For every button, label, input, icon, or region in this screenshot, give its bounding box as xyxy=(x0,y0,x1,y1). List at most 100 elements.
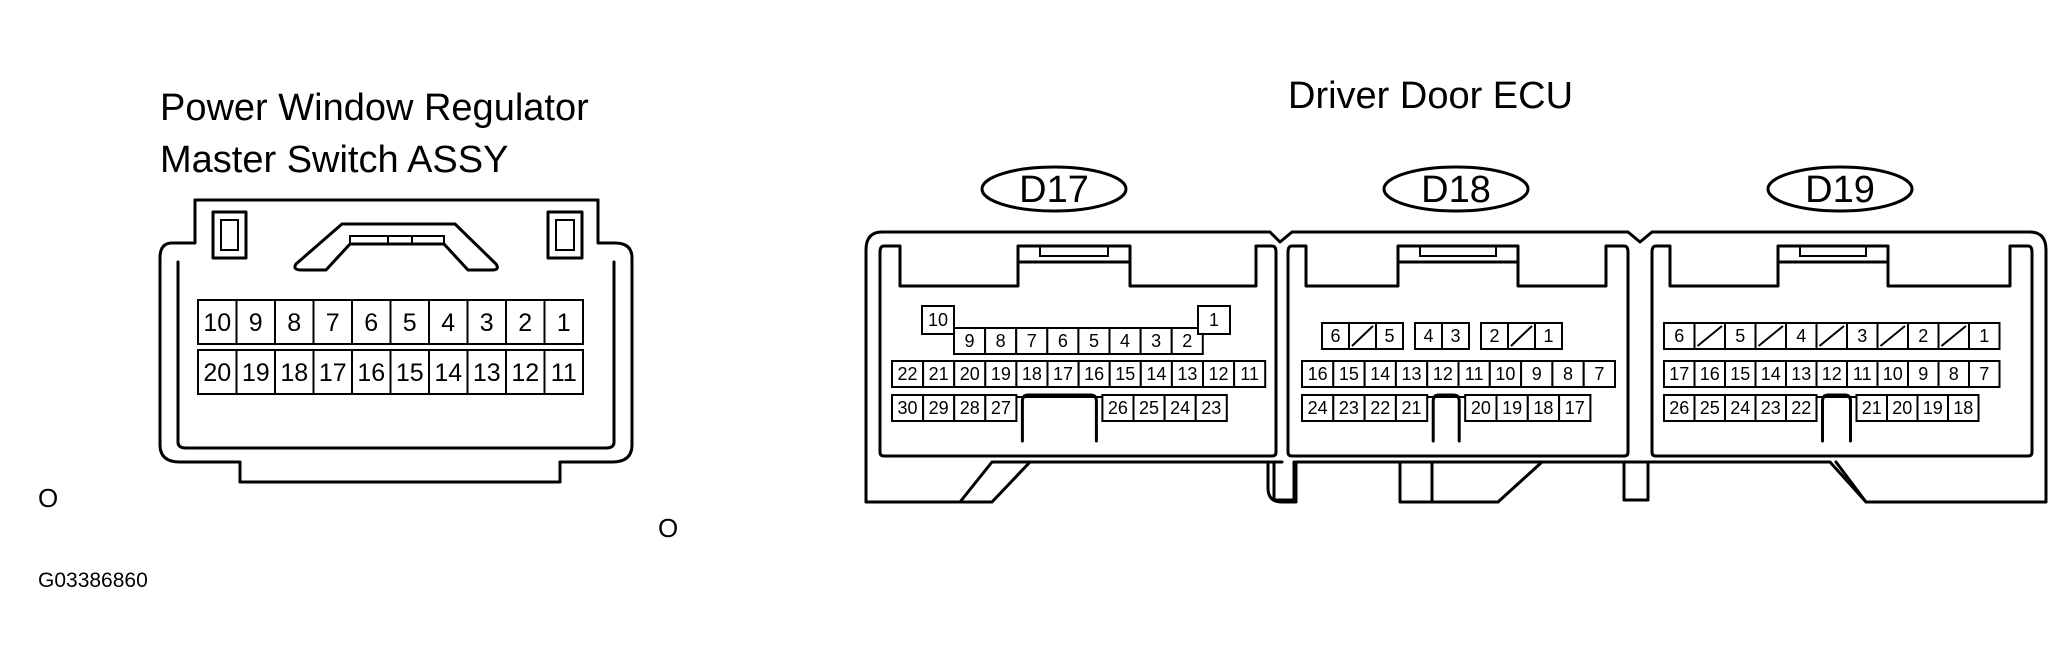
d18-pin-number: 12 xyxy=(1433,364,1453,384)
master-pin-number: 4 xyxy=(441,309,455,337)
d17-pin-16: 16 xyxy=(1077,360,1111,388)
master-pin-14: 14 xyxy=(428,349,469,395)
d19-pin-6: 6 xyxy=(1663,322,1696,350)
d18-pin-17: 17 xyxy=(1558,394,1592,422)
d17-pin-number: 5 xyxy=(1089,331,1099,351)
d17-pin-4: 4 xyxy=(1108,327,1142,355)
d17-pin-number: 26 xyxy=(1108,398,1128,418)
d17-pin-number: 4 xyxy=(1120,331,1130,351)
master-pin-number: 5 xyxy=(403,309,417,337)
master-pin-16: 16 xyxy=(351,349,392,395)
d18-pin-number: 20 xyxy=(1471,398,1491,418)
master-pin-4: 4 xyxy=(428,299,469,345)
connector-d17: D17 xyxy=(878,165,1278,458)
driver-door-ecu-housing xyxy=(864,230,2048,504)
d19-pin-14: 14 xyxy=(1754,360,1787,388)
d17-pin-number: 18 xyxy=(1022,364,1042,384)
d19-pin-number: 9 xyxy=(1918,364,1928,384)
connector-d19: D19 xyxy=(1650,165,2034,458)
d17-pin-23: 23 xyxy=(1194,394,1228,422)
d18-pin-number: 9 xyxy=(1532,364,1542,384)
d18-label: D18 xyxy=(1421,169,1491,211)
d19-pin-15: 15 xyxy=(1724,360,1757,388)
master-pin-3: 3 xyxy=(466,299,507,345)
master-pin-12: 12 xyxy=(505,349,546,395)
d18-pin-14: 14 xyxy=(1363,360,1397,388)
master-pin-number: 15 xyxy=(396,359,424,387)
d19-pin-number: 21 xyxy=(1862,398,1882,418)
d17-pin-number: 6 xyxy=(1058,331,1068,351)
d18-pin-11: 11 xyxy=(1457,360,1491,388)
d19-pin-7: 7 xyxy=(1968,360,2001,388)
master-pin-17: 17 xyxy=(312,349,353,395)
d19-pin-22: 22 xyxy=(1785,394,1818,422)
master-pin-number: 17 xyxy=(319,359,347,387)
d18-pin-6: 6 xyxy=(1321,322,1350,350)
master-pin-13: 13 xyxy=(466,349,507,395)
d17-pin-number: 28 xyxy=(960,398,980,418)
d17-pin-5: 5 xyxy=(1077,327,1111,355)
d19-pin-24: 24 xyxy=(1724,394,1757,422)
master-switch-connector xyxy=(158,198,634,484)
d17-pin-11: 11 xyxy=(1233,360,1267,388)
master-pin-number: 12 xyxy=(511,359,539,387)
d19-pin-number: 26 xyxy=(1669,398,1689,418)
d19-pin-19: 19 xyxy=(1916,394,1949,422)
d19-pin-25: 25 xyxy=(1693,394,1726,422)
master-pin-15: 15 xyxy=(389,349,430,395)
d18-pin-15: 15 xyxy=(1332,360,1366,388)
d18-pin-23: 23 xyxy=(1332,394,1366,422)
d17-pin-number: 8 xyxy=(996,331,1006,351)
master-pin-11: 11 xyxy=(543,349,584,395)
d17-pin-number: 9 xyxy=(965,331,975,351)
d17-pin-19: 19 xyxy=(984,360,1018,388)
master-pin-number: 16 xyxy=(357,359,385,387)
side-marker-right: O xyxy=(658,513,678,543)
d19-pin-number: 17 xyxy=(1669,364,1689,384)
d19-blank-cavity xyxy=(1754,322,1787,350)
d18-pin-number: 14 xyxy=(1370,364,1390,384)
d19-pin-number: 5 xyxy=(1735,326,1745,346)
d18-pin-24: 24 xyxy=(1301,394,1335,422)
d17-pin-number: 25 xyxy=(1139,398,1159,418)
d19-pin-number: 23 xyxy=(1761,398,1781,418)
d19-pin-number: 13 xyxy=(1791,364,1811,384)
d19-blank-cavity xyxy=(1937,322,1970,350)
master-pin-number: 11 xyxy=(551,359,577,387)
master-pin-number: 13 xyxy=(473,359,501,387)
d19-pin-number: 19 xyxy=(1923,398,1943,418)
d17-pin-6: 6 xyxy=(1046,327,1080,355)
d19-pin-4: 4 xyxy=(1785,322,1818,350)
d18-pin-7: 7 xyxy=(1582,360,1616,388)
d18-pin-number: 3 xyxy=(1450,326,1460,346)
d17-pin-9: 9 xyxy=(953,327,987,355)
d17-pin-number: 16 xyxy=(1084,364,1104,384)
d19-pin-number: 12 xyxy=(1822,364,1842,384)
d18-pin-number: 6 xyxy=(1330,326,1340,346)
master-switch-title-line1: Power Window Regulator xyxy=(160,87,589,129)
d18-pin-12: 12 xyxy=(1426,360,1460,388)
d17-pin-18: 18 xyxy=(1015,360,1049,388)
d19-pin-10: 10 xyxy=(1876,360,1909,388)
d18-pin-number: 24 xyxy=(1308,398,1328,418)
master-pin-18: 18 xyxy=(274,349,315,395)
d17-pin-number: 17 xyxy=(1053,364,1073,384)
master-pin-6: 6 xyxy=(351,299,392,345)
d19-pin-1: 1 xyxy=(1968,322,2001,350)
d17-pin-number: 2 xyxy=(1182,331,1192,351)
d17-pin-number: 23 xyxy=(1201,398,1221,418)
d19-pin-8: 8 xyxy=(1937,360,1970,388)
master-pin-number: 9 xyxy=(249,309,263,337)
d17-pin-17: 17 xyxy=(1046,360,1080,388)
master-pin-19: 19 xyxy=(235,349,276,395)
d18-pin-number: 13 xyxy=(1402,364,1422,384)
d19-pin-18: 18 xyxy=(1947,394,1980,422)
d17-pin-12: 12 xyxy=(1202,360,1236,388)
d17-pin-number: 13 xyxy=(1177,364,1197,384)
d19-pin-11: 11 xyxy=(1846,360,1879,388)
master-pin-number: 7 xyxy=(326,309,340,337)
